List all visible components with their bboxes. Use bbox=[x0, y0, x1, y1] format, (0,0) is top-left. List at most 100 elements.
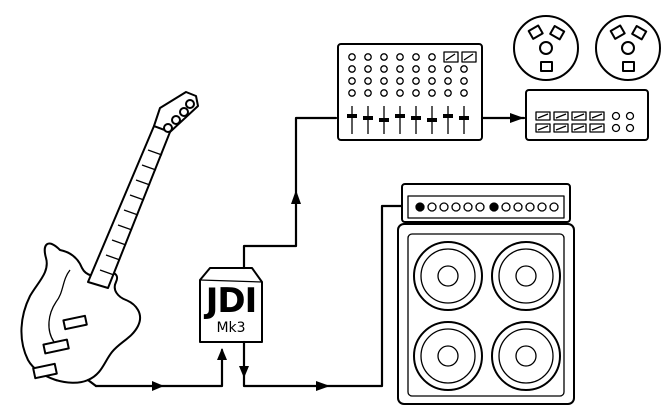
fader-cap bbox=[347, 114, 357, 118]
mixer-knob bbox=[396, 53, 404, 61]
reel-window bbox=[622, 61, 635, 72]
speaker-dustcap bbox=[515, 265, 537, 287]
mixer-knob bbox=[380, 77, 388, 85]
mixer-knob bbox=[412, 77, 420, 85]
mixing-console-icon bbox=[337, 43, 483, 141]
pickup-bridge bbox=[32, 362, 58, 380]
mixer-knob bbox=[364, 53, 372, 61]
reel-window bbox=[540, 61, 553, 72]
guitar-body bbox=[20, 242, 142, 384]
reel-to-reel-recorder-icon bbox=[513, 15, 661, 141]
mixer-fader-bank bbox=[347, 106, 469, 134]
speaker-surround bbox=[420, 328, 476, 384]
reel-window bbox=[631, 25, 648, 41]
cabinet-speakers bbox=[413, 241, 561, 391]
reel-hub bbox=[621, 41, 635, 55]
mixer-knob bbox=[348, 65, 356, 73]
mixer-knob bbox=[396, 65, 404, 73]
transport-button bbox=[553, 123, 569, 133]
fader-cap bbox=[411, 116, 421, 120]
mixer-knob bbox=[364, 89, 372, 97]
arrow-down-icon bbox=[239, 366, 249, 378]
arrow-right-icon bbox=[510, 113, 524, 123]
fader-cap bbox=[379, 118, 389, 122]
mixer-knob bbox=[444, 77, 452, 85]
speaker-cone bbox=[413, 241, 483, 311]
speaker-surround bbox=[498, 328, 554, 384]
mixer-knob bbox=[412, 53, 420, 61]
amp-knob bbox=[439, 202, 449, 212]
reel-window bbox=[549, 25, 566, 41]
speaker-cone bbox=[491, 241, 561, 311]
guitar-jack bbox=[86, 378, 98, 388]
mixer-knob bbox=[428, 53, 436, 61]
speaker-dustcap bbox=[437, 265, 459, 287]
amp-knob bbox=[463, 202, 473, 212]
amp-knob-row bbox=[415, 202, 559, 212]
amp-knob bbox=[451, 202, 461, 212]
mixer-knob bbox=[444, 89, 452, 97]
speaker-surround bbox=[420, 248, 476, 304]
fader-cap bbox=[459, 116, 469, 120]
mixer-knob bbox=[428, 65, 436, 73]
fader-cap bbox=[395, 114, 405, 118]
mixer-meter bbox=[461, 51, 477, 63]
arrow-right-icon bbox=[316, 381, 330, 391]
speaker-surround bbox=[498, 248, 554, 304]
amp-knob bbox=[525, 202, 535, 212]
mixer-knob bbox=[380, 65, 388, 73]
jdi-top-edge bbox=[199, 279, 263, 283]
mixer-knob bbox=[380, 89, 388, 97]
mixer-knob bbox=[348, 89, 356, 97]
mixer-knob bbox=[348, 53, 356, 61]
amp-knob bbox=[427, 202, 437, 212]
transport-button bbox=[535, 123, 551, 133]
speaker-cone bbox=[491, 321, 561, 391]
jdi-model-label: Mk3 bbox=[216, 320, 245, 336]
cabinet-grille bbox=[407, 233, 565, 397]
mixer-knob bbox=[412, 65, 420, 73]
speaker-dustcap bbox=[515, 345, 537, 367]
mixer-knob bbox=[444, 65, 452, 73]
mixer-knob bbox=[428, 89, 436, 97]
mixer-meter bbox=[443, 51, 459, 63]
mixer-knob bbox=[460, 65, 468, 73]
cable-mixer-to-recorder bbox=[480, 113, 526, 123]
fader-cap bbox=[443, 114, 453, 118]
reel-hub bbox=[539, 41, 553, 55]
mixer-knob bbox=[396, 89, 404, 97]
jdi-name-label: JDI bbox=[204, 281, 257, 321]
amp-knob bbox=[501, 202, 511, 212]
guitar-frets bbox=[99, 149, 163, 276]
transport-button bbox=[535, 111, 551, 121]
mixer-knob bbox=[348, 77, 356, 85]
mixer-knob bbox=[460, 77, 468, 85]
recorder-knob bbox=[611, 123, 621, 133]
cable-guitar-to-jdi bbox=[94, 348, 227, 391]
jdi-direct-box: JDI Mk3 bbox=[199, 267, 263, 343]
amp-knob bbox=[475, 202, 485, 212]
pickup-neck bbox=[62, 314, 88, 331]
transport-button bbox=[571, 123, 587, 133]
guitar-pickguard bbox=[48, 269, 71, 343]
amp-knob bbox=[489, 202, 499, 212]
guitar-neck bbox=[87, 125, 171, 289]
mixer-knob bbox=[412, 89, 420, 97]
transport-button bbox=[589, 111, 605, 121]
recorder-knob bbox=[625, 123, 635, 133]
amplifier-head-icon bbox=[401, 183, 571, 223]
amp-head-chassis bbox=[401, 183, 571, 223]
transport-button bbox=[589, 123, 605, 133]
transport-button bbox=[571, 111, 587, 121]
tuner-peg bbox=[163, 123, 173, 133]
amp-control-panel bbox=[407, 195, 565, 219]
fader-cap bbox=[363, 116, 373, 120]
amp-knob bbox=[537, 202, 547, 212]
speaker-cone bbox=[413, 321, 483, 391]
speaker-cabinet-icon bbox=[397, 223, 575, 405]
mixer-knob bbox=[364, 65, 372, 73]
recorder-knob bbox=[611, 111, 621, 121]
arrow-right-icon bbox=[152, 381, 164, 391]
